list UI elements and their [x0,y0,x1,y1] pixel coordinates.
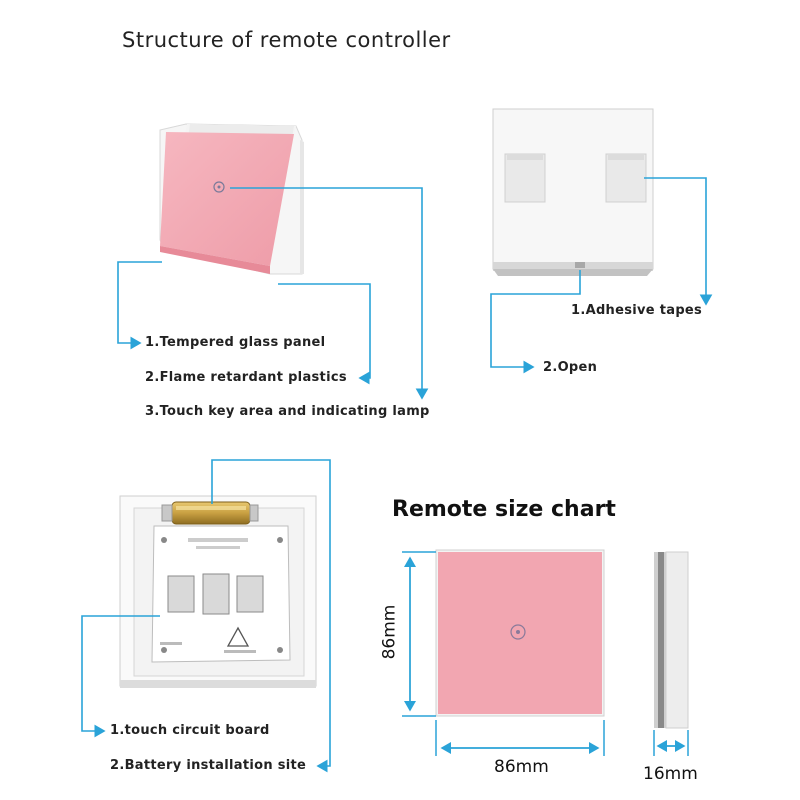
dimension-depth: 16mm [643,764,698,784]
label-flame-retardant-plastics: 2.Flame retardant plastics [145,370,347,385]
dimension-width: 86mm [494,757,549,777]
front-panel-callouts [117,187,429,400]
label-tempered-glass-panel: 1.Tempered glass panel [145,335,326,350]
label-open: 2.Open [543,360,598,375]
touch-pad-right [236,575,264,613]
touch-key-icon [213,181,225,193]
front-panel-illustration [159,123,304,275]
label-touch-key-area: 3.Touch key area and indicating lamp [145,404,430,419]
inside-panel-illustration [119,495,317,688]
label-touch-circuit-board: 1.touch circuit board [110,723,270,738]
back-panel-illustration [492,108,654,276]
size-chart-title: Remote size chart [392,497,616,522]
warning-icon [226,626,250,647]
inside-panel-callouts [81,459,331,773]
touch-pad-left [167,575,195,613]
adhesive-tape-left [504,153,546,203]
battery-icon [171,501,251,525]
size-chart-side [654,551,689,729]
dimension-height: 86mm [379,604,400,660]
size-touch-key-icon [510,624,526,640]
page-title: Structure of remote controller [122,28,451,52]
back-panel-callouts [490,177,713,374]
adhesive-tape-right [605,153,647,203]
label-adhesive-tapes: 1.Adhesive tapes [571,303,703,318]
touch-pad-middle [202,573,230,615]
size-chart-front [435,549,605,717]
label-battery-installation-site: 2.Battery installation site [110,758,307,773]
dimension-arrows [402,551,689,756]
